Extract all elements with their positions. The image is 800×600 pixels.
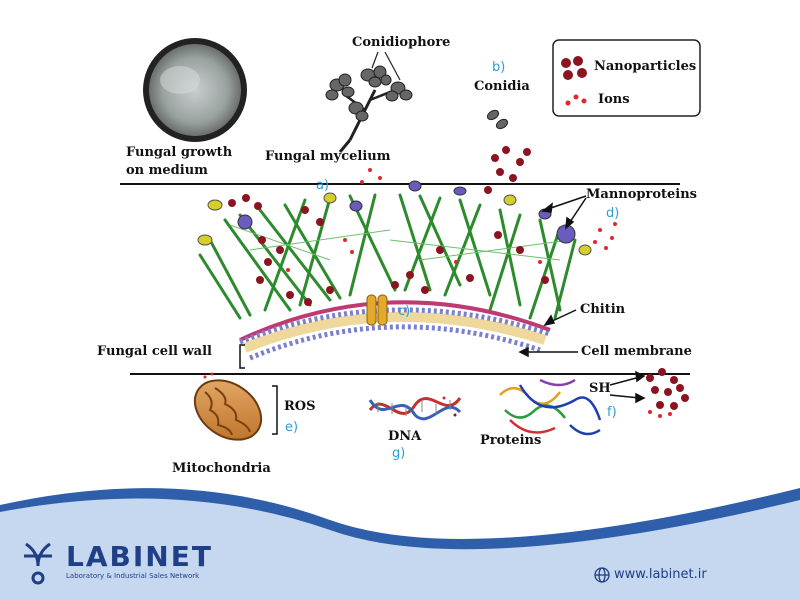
fungal-cell-wall-label: Fungal cell wall — [97, 344, 212, 359]
footer-logo-subtitle: Laboratory & Industrial Sales Network — [66, 572, 200, 580]
tag-f: f) — [607, 405, 617, 420]
incoming-ions — [360, 168, 617, 250]
tag-c: c) — [398, 304, 411, 319]
footer-logo-title: LABINET — [66, 540, 213, 573]
cell-wall-bracket — [239, 344, 245, 369]
sh-label: SH — [589, 381, 611, 396]
tag-g: g) — [392, 446, 406, 461]
proteins-label: Proteins — [480, 433, 542, 448]
incoming-nanoparticles — [484, 146, 531, 194]
globe-icon — [594, 567, 610, 583]
tag-b: b) — [492, 60, 506, 75]
conidiophore-icon — [325, 51, 413, 153]
fungal-mycelium-label: Fungal mycelium — [265, 149, 391, 164]
protein-structure-icon — [499, 378, 602, 436]
ros-label: ROS — [284, 399, 316, 414]
tag-d: d) — [606, 206, 620, 221]
wall-nanoparticles — [228, 194, 549, 306]
membrane-channel-icon — [366, 294, 388, 326]
sh-nanoparticles — [646, 368, 689, 410]
mannoproteins-label: Mannoproteins — [586, 187, 697, 202]
footer-url-link[interactable]: www.labinet.ir — [614, 567, 707, 582]
ion-legend-icon — [565, 94, 587, 106]
fungal-growth-label-line2: on medium — [126, 163, 208, 178]
dna-label: DNA — [388, 429, 422, 444]
tag-a: a) — [316, 178, 330, 193]
mitochondria-icon — [193, 372, 263, 441]
fungal-growth-label-line1: Fungal growth — [126, 145, 233, 160]
labinet-logo-icon — [24, 542, 52, 585]
petri-dish-icon — [143, 38, 247, 142]
legend-ions-label: Ions — [598, 92, 630, 107]
nanoparticle-legend-icon — [561, 56, 587, 80]
cell-membrane-label: Cell membrane — [581, 344, 692, 359]
mannoproteins — [197, 180, 592, 256]
conidiophore-label: Conidiophore — [352, 35, 451, 50]
dna-helix-icon — [368, 396, 462, 421]
tag-e: e) — [285, 420, 299, 435]
legend-box — [552, 39, 701, 117]
mitochondria-label: Mitochondria — [172, 461, 271, 476]
conidia-icon — [486, 109, 509, 130]
chitin-label: Chitin — [580, 302, 626, 317]
conidia-label: Conidia — [474, 79, 530, 94]
cell-membrane — [239, 300, 551, 361]
legend-nanoparticles-label: Nanoparticles — [594, 59, 697, 74]
chitin-fibers — [198, 193, 577, 320]
